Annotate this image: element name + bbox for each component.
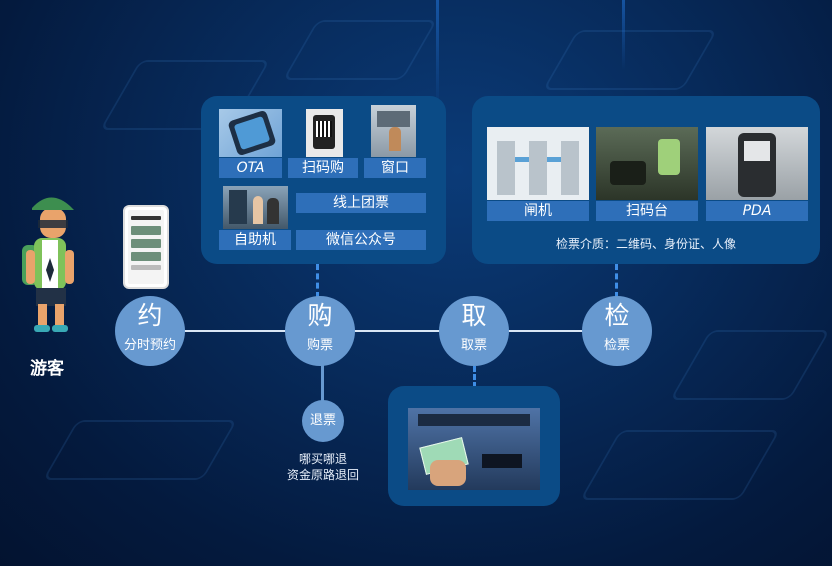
channel-scan-buy[interactable]: 扫码购 [288,158,358,178]
gate-image [487,127,589,200]
background-tile [669,330,831,400]
connector-pickup [473,366,476,388]
purchase-channels-panel: OTA 扫码购 窗口 线上团票 自助机 微信公众号 [201,96,446,264]
channel-window[interactable]: 窗口 [364,158,426,178]
refund-node[interactable]: 退票 [302,400,344,442]
scan-buy-image [306,109,343,157]
device-pda[interactable]: PDA [706,201,808,221]
background-streak [622,0,625,70]
channel-ota[interactable]: OTA [219,158,282,178]
channel-kiosk[interactable]: 自助机 [219,230,291,250]
background-tile [282,20,438,80]
device-gate[interactable]: 闸机 [487,201,589,221]
channel-wechat[interactable]: 微信公众号 [296,230,426,250]
background-tile [42,420,238,480]
node-purchase-label: 购票 [306,338,333,353]
check-media-note: 检票介质：二维码、身份证、人像 [555,237,736,251]
kiosk-image [223,186,288,229]
tourist-label: 游客 [30,359,64,379]
scanner-image [596,127,698,200]
node-booking-char: 约 [137,301,163,330]
node-check-label: 检票 [603,338,630,353]
background-tile [542,30,718,90]
refund-note-line2: 资金原路退回 [286,468,359,482]
node-pickup[interactable]: 取 取票 [439,296,509,366]
connector-check [615,264,618,298]
connector-purchase [316,264,319,298]
node-booking-label: 分时预约 [123,338,176,353]
window-image [371,105,416,157]
timeline-line [150,330,650,332]
booking-phone [123,205,169,289]
background-streak [436,0,439,110]
node-check[interactable]: 检 检票 [582,296,652,366]
ota-image [219,109,282,157]
node-pickup-char: 取 [461,301,487,330]
node-purchase[interactable]: 购 购票 [285,296,355,366]
background-tile [579,430,781,500]
node-booking[interactable]: 约 分时预约 [115,296,185,366]
pda-image [706,127,808,200]
node-pickup-label: 取票 [460,338,487,353]
refund-note: 哪买哪退 资金原路退回 [270,451,376,483]
tourist-figure [22,197,74,332]
check-devices-panel: 闸机 扫码台 PDA 检票介质：二维码、身份证、人像 [472,96,820,264]
ticket-pickup-image [408,408,540,490]
device-scanner[interactable]: 扫码台 [596,201,698,221]
node-check-char: 检 [604,301,630,330]
node-purchase-char: 购 [307,301,333,330]
ticket-pickup-panel [388,386,560,506]
channel-group-online[interactable]: 线上团票 [296,193,426,213]
refund-note-line1: 哪买哪退 [298,452,347,466]
connector-refund [321,362,324,402]
